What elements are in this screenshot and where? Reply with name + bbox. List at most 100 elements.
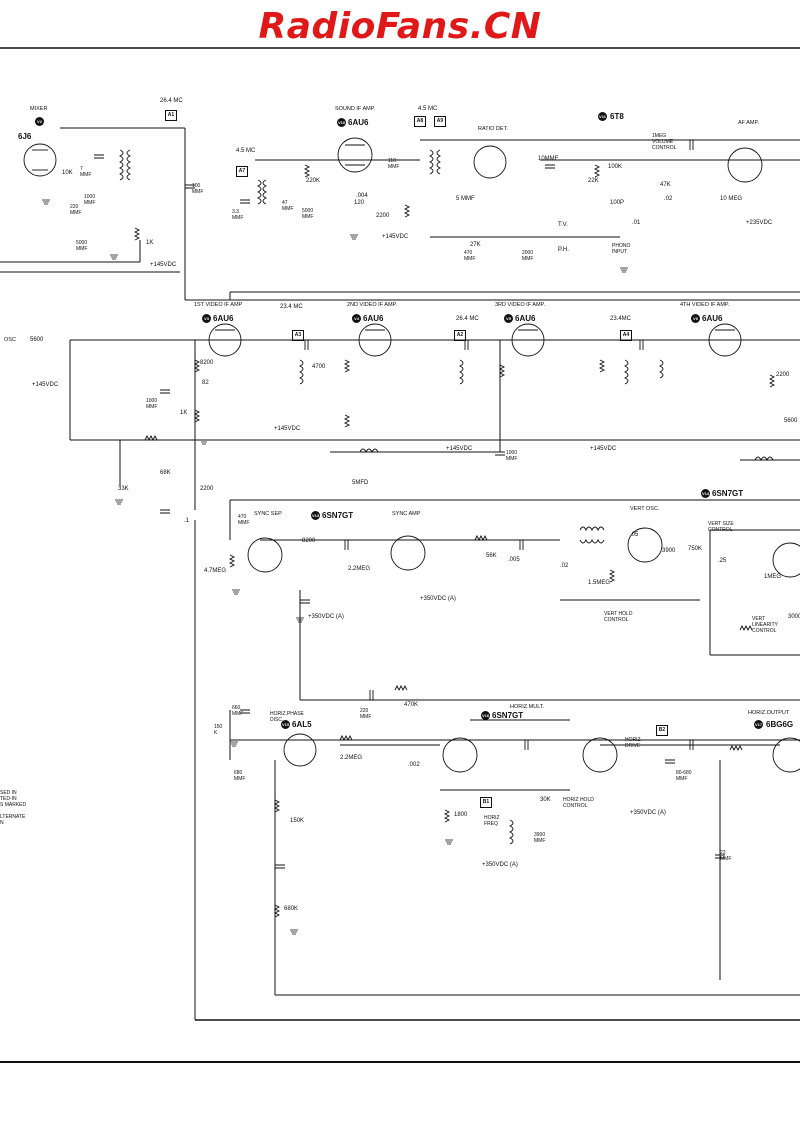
- value-c-100: 100 MMF: [192, 183, 204, 195]
- value-c-80: 80-680 MMF: [676, 770, 692, 782]
- value-r-1k: 1K: [180, 410, 188, 416]
- value-r-15meg: 1.5MEG: [588, 580, 611, 586]
- value-c-5mmf: 5 MMF: [456, 196, 475, 202]
- value-r-1k-mix: 1K: [146, 240, 154, 246]
- value-c-005: .005: [508, 557, 520, 563]
- stage-sync-amp: SYNC AMP: [392, 511, 421, 517]
- ref-if4: V6: [691, 314, 700, 323]
- value-r-82: 82: [202, 380, 209, 386]
- value-c-22mmf: 22 MMF: [720, 850, 732, 862]
- ref-sync-sep: V13: [311, 511, 320, 520]
- ground-set: [42, 199, 628, 935]
- tube-if2: [358, 323, 392, 357]
- tube-type-if1: 6AU6: [213, 314, 234, 323]
- tube-type-if3: 6AU6: [515, 314, 536, 323]
- stage-if2: 2ND VIDEO IF AMP.: [347, 302, 398, 308]
- voltage-if2: +145VDC: [446, 446, 473, 452]
- stage-if1: 1ST VIDEO IF AMP: [194, 302, 243, 308]
- value-r-47k: 47K: [660, 182, 671, 188]
- testpoint-b2: B2: [656, 725, 668, 736]
- value-r-68k: 68K: [160, 470, 171, 476]
- value-r-33k: 33K: [118, 486, 129, 492]
- capacitor-set: [94, 140, 725, 869]
- value-c-5000-mix: 5000 MMF: [76, 240, 88, 252]
- site-watermark-title: RadioFans.CN: [258, 6, 542, 47]
- value-r-100k: 100K: [608, 164, 623, 170]
- stage-horiz-mult: HORIZ.MULT.: [510, 704, 545, 710]
- tube-horiz-phase: [283, 733, 317, 767]
- ref-if1: V3: [202, 314, 211, 323]
- stage-if4: 4TH VIDEO IF AMP.: [680, 302, 730, 308]
- value-c-470: 470 MMF: [464, 250, 476, 262]
- voltage-sound: +145VDC: [382, 234, 409, 240]
- voltage-osc: +145VDC: [32, 382, 59, 388]
- value-r-680k: 680K: [284, 906, 299, 912]
- tube-type-horiz-output: 6BG6G: [766, 720, 794, 729]
- value-r-5600b: 5600: [784, 418, 798, 424]
- voltage-sync-b: +350VDC (A): [420, 596, 456, 602]
- tv-switch-label: T.V.: [558, 222, 568, 228]
- value-c-100p: 100P: [610, 200, 625, 206]
- coil-if1: [298, 359, 304, 385]
- ref-mixer: V2: [35, 117, 44, 126]
- coil-mixer: [118, 149, 132, 181]
- value-r-10k: 10K: [62, 170, 73, 176]
- value-c-22: 2200: [200, 486, 214, 492]
- resistor-set: [133, 164, 776, 918]
- stage-vert-osc: VERT OSC.: [630, 506, 660, 512]
- margin-note: SED IN TED-IN S MARKED LTERNATE N: [0, 790, 27, 826]
- freq-mixer-out: 26.4 MC: [160, 98, 183, 104]
- ref-if2: V4: [352, 314, 361, 323]
- tube-if3: [511, 323, 545, 357]
- stage-sync-sep: SYNC SEP: [254, 511, 282, 517]
- tube-type-detector: 6T8: [610, 112, 624, 121]
- ref-vert: V14: [701, 489, 710, 498]
- value-c-01: .01: [632, 220, 641, 226]
- value-r-3900: 3900: [662, 548, 676, 554]
- value-r-750k: 750K: [688, 546, 703, 552]
- coil-if3: [623, 359, 629, 385]
- value-c-660: 660 MMF: [232, 705, 244, 717]
- value-c-02: .02: [664, 196, 673, 202]
- value-c-2000: 2000 MMF: [522, 250, 534, 262]
- value-c-2200: 2200: [376, 213, 390, 219]
- value-c-1: .1: [184, 518, 190, 524]
- ref-if3: V5: [504, 314, 513, 323]
- stage-mixer: MIXER: [30, 106, 48, 112]
- value-r-1meg: 1MEG: [764, 574, 782, 580]
- tube-detector: [473, 145, 507, 179]
- value-c-110: 110 MMF: [388, 158, 400, 170]
- transformer-vert: [579, 526, 605, 544]
- ref-detector: V11: [598, 112, 607, 121]
- volume-control-label: 1MEG VOLUME CONTROL: [652, 133, 677, 151]
- ph-switch-label: P.H.: [558, 247, 569, 253]
- stage-horiz-phase: HORIZ.PHASE DISC.: [270, 711, 304, 723]
- freq-if1: 23.4 MC: [280, 304, 303, 310]
- freq-if2: 26.4 MC: [456, 316, 479, 322]
- value-r-22k: 22K: [588, 178, 599, 184]
- stage-horiz-hold: HORIZ HOLD CONTROL: [563, 797, 594, 809]
- tube-type-vert: 6SN7GT: [712, 489, 744, 498]
- stage-osc: OSC: [4, 337, 16, 343]
- tube-horiz-mult-b: [582, 737, 618, 773]
- voltage-if3: +145VDC: [590, 446, 617, 452]
- stage-sound-if-amp: SOUND IF AMP.: [335, 106, 376, 112]
- value-c-470-s: 470 MMF: [238, 514, 250, 526]
- testpoint-b1: B1: [480, 797, 492, 808]
- tube-sync-amp: [390, 535, 426, 571]
- value-r-3000: 3000: [788, 614, 800, 620]
- tube-sync-sep: [247, 537, 283, 573]
- tube-type-mixer: 6J6: [18, 132, 32, 141]
- stage-horiz-freq: HORIZ FREQ: [484, 815, 500, 827]
- testpoint-a7: A7: [236, 166, 248, 177]
- value-r-8200s: 8200: [302, 538, 316, 544]
- testpoint-a3: A3: [292, 330, 304, 341]
- ref-sound-if: V10: [337, 118, 346, 127]
- tube-type-sound-if: 6AU6: [348, 118, 369, 127]
- tube-type-horiz-mult: 6SN7GT: [492, 711, 524, 720]
- tube-type-if2: 6AU6: [363, 314, 384, 323]
- voltage-af: +235VDC: [746, 220, 773, 226]
